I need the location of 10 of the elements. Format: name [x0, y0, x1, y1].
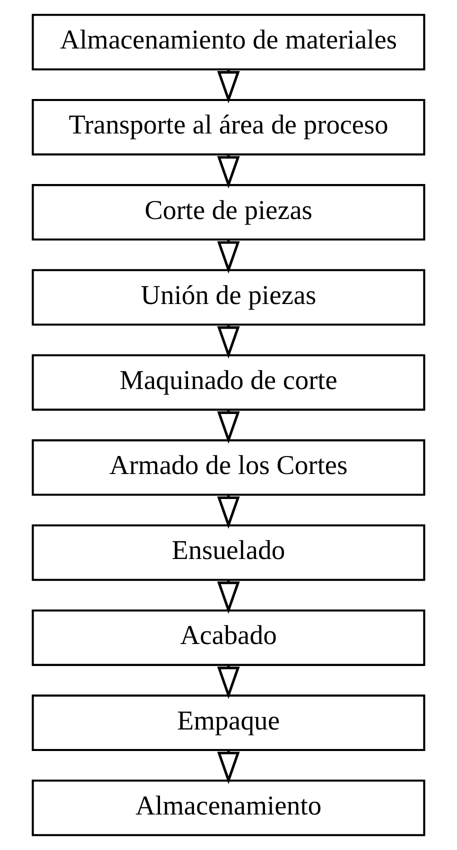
node-box: Transporte al área de proceso: [32, 98, 426, 156]
node-box: Armado de los Cortes: [32, 439, 426, 496]
node-box: Ensuelado: [32, 524, 426, 581]
node-box: Almacenamiento: [32, 780, 426, 836]
node-box: Acabado: [32, 609, 426, 666]
node-box: Corte de piezas: [32, 184, 426, 241]
node-box: Almacenamiento de materiales: [32, 14, 426, 70]
node-box: Empaque: [32, 694, 426, 752]
node-box: Unión de piezas: [32, 269, 426, 326]
node-box: Maquinado de corte: [32, 354, 426, 411]
